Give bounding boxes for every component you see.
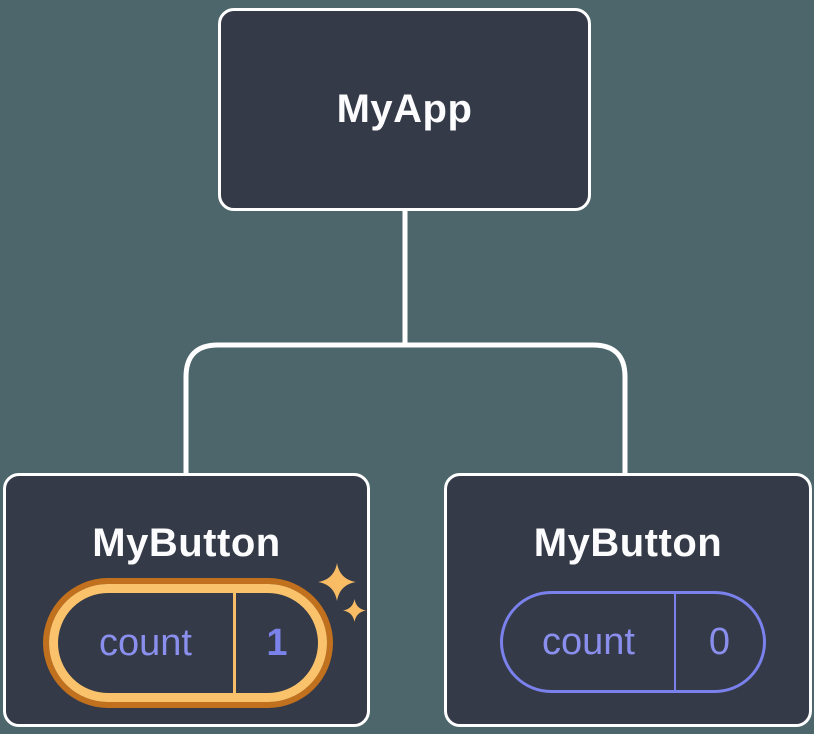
state-pill: count 0 [500, 591, 766, 693]
child-component-card-right: MyButton count 0 [444, 473, 812, 727]
state-value: 0 [708, 620, 731, 663]
state-key: count [99, 621, 192, 664]
state-value: 1 [266, 621, 288, 664]
state-key: count [542, 620, 635, 663]
child-component-label: MyButton [533, 521, 723, 565]
child-component-card-left: MyButton count 1 [3, 473, 370, 727]
sparkle-icon [343, 599, 366, 622]
root-component-card: MyApp [218, 8, 591, 211]
sparkle-icon [318, 563, 356, 601]
state-pill-divider [233, 593, 236, 693]
child-component-label: MyButton [92, 521, 281, 565]
root-component-label: MyApp [336, 87, 473, 131]
state-pill-divider [674, 594, 676, 690]
state-pill-highlighted: count 1 [49, 584, 327, 702]
